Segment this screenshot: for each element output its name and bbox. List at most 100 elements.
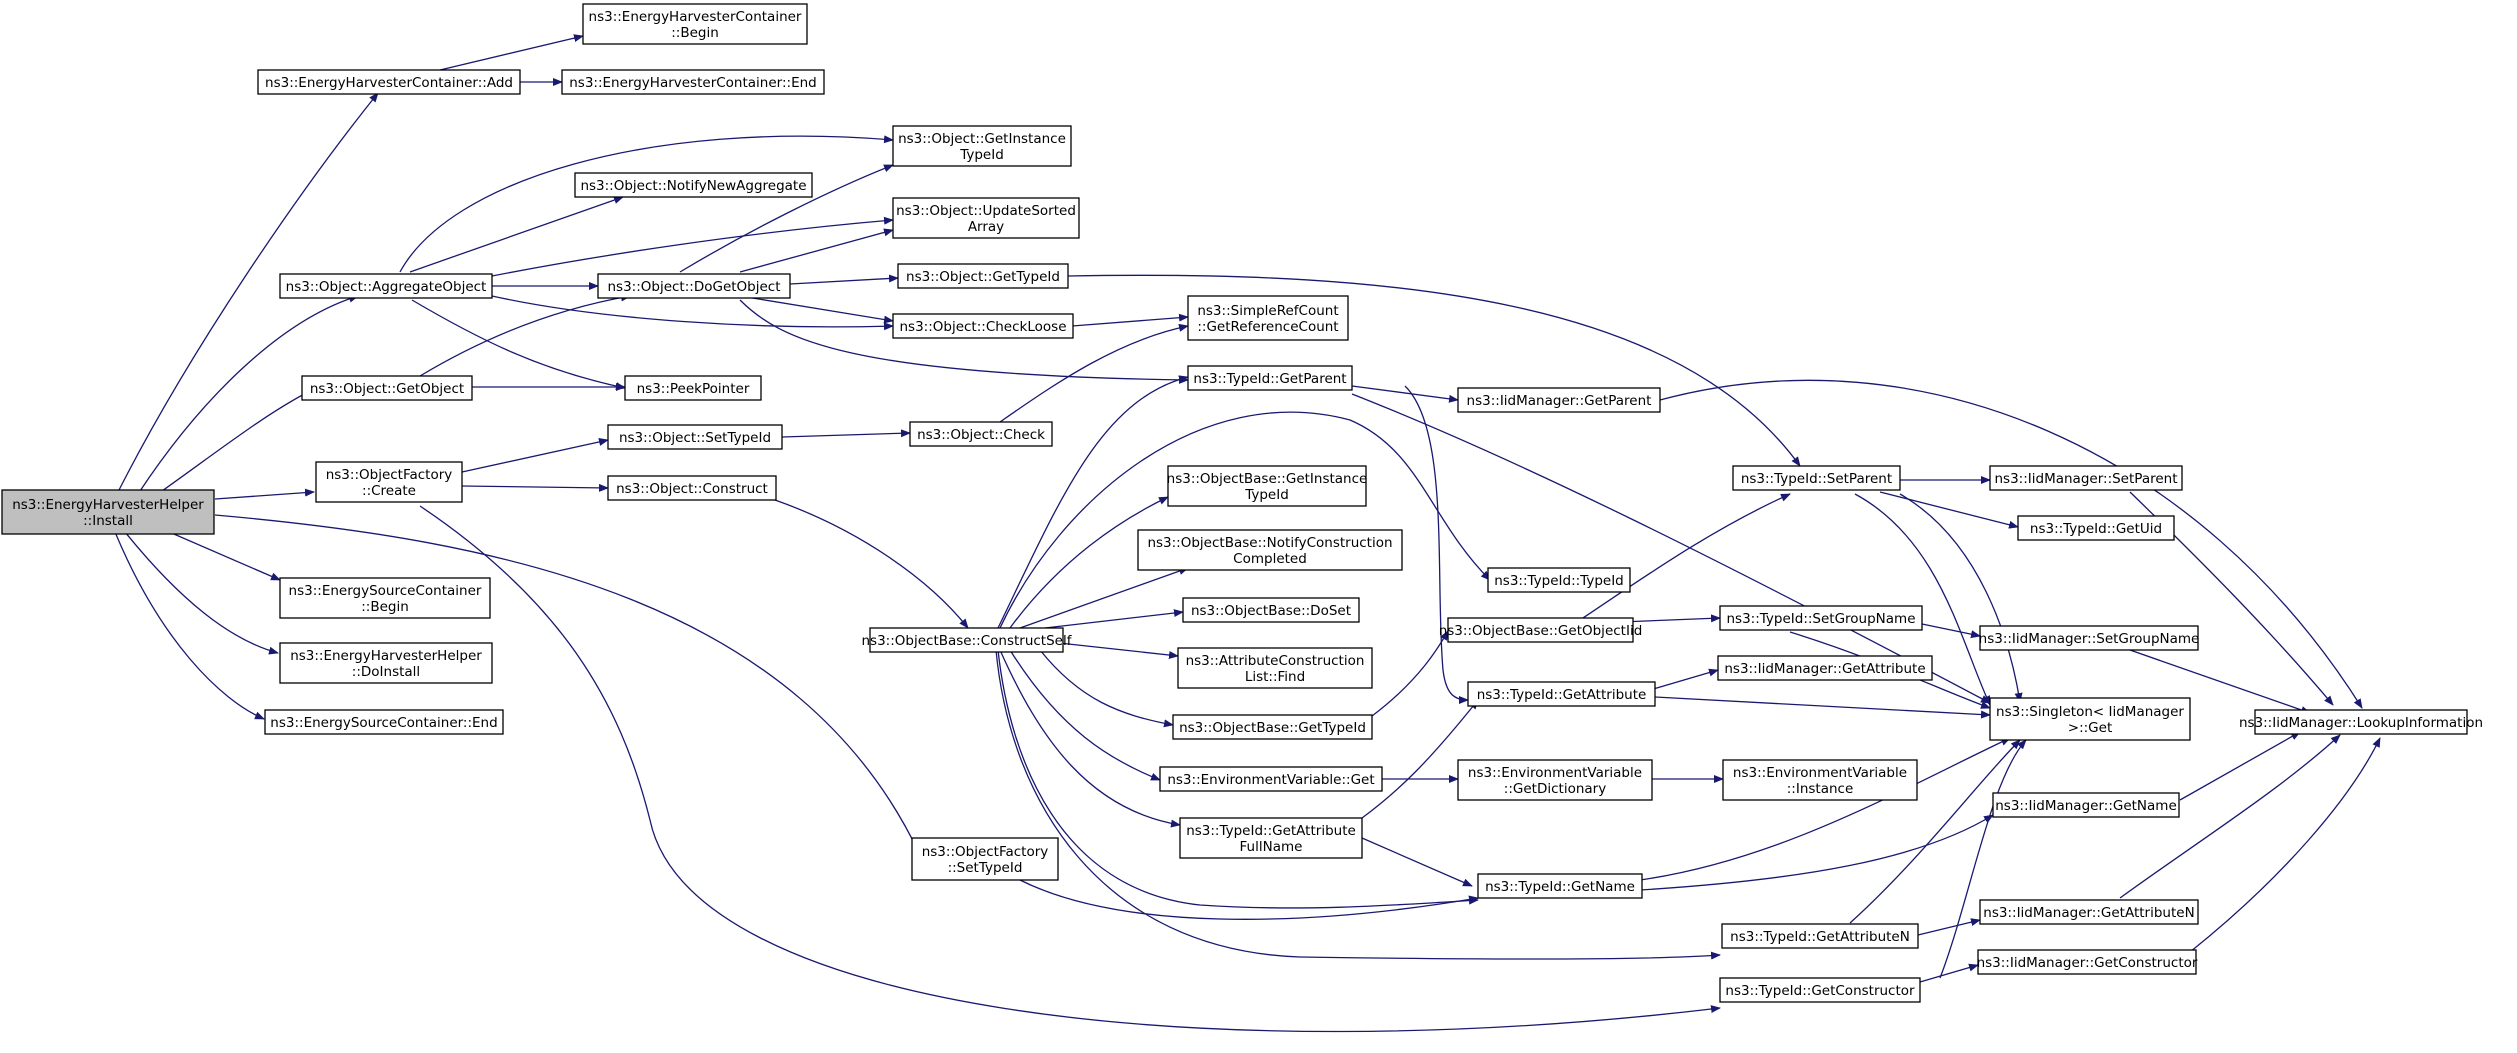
node-objectbase-get-object-iid[interactable]: ns3::ObjectBase::GetObjectIid (1439, 617, 1643, 643)
node-box (1721, 923, 1919, 949)
node-iidmanager-get-attribute-n[interactable]: ns3::IidManager::GetAttributeN (1979, 899, 2199, 925)
node-object-aggregate-object[interactable]: ns3::Object::AggregateObject (279, 273, 493, 299)
node-object-set-typeid[interactable]: ns3::Object::SetTypeId (607, 424, 783, 450)
edge (137, 294, 359, 495)
node-iidmanager-set-group-name[interactable]: ns3::IidManager::SetGroupName (1979, 625, 2200, 651)
node-iidmanager-lookup-information[interactable]: ns3::IidManager::LookupInformation (2239, 709, 2483, 735)
node-iidmanager-get-constructor[interactable]: ns3::IidManager::GetConstructor (1977, 949, 2198, 975)
node-label: ns3::TypeId::GetAttributeN (1730, 929, 1910, 945)
node-label: ns3::IidManager::GetAttributeN (1983, 905, 2194, 921)
node-peek-pointer[interactable]: ns3::PeekPointer (624, 375, 762, 401)
node-box (1992, 792, 2180, 818)
edge (739, 299, 1189, 384)
edge (1371, 630, 1449, 717)
edge (1619, 614, 1721, 623)
node-harvester-container-end[interactable]: ns3::EnergyHarvesterContainer::End (561, 69, 825, 95)
node-box (279, 577, 491, 619)
node-box (607, 475, 777, 501)
node-box (892, 313, 1074, 339)
node-simple-ref-count[interactable]: ns3::SimpleRefCount::GetReferenceCount (1187, 295, 1349, 341)
node-typeid-set-group-name[interactable]: ns3::TypeId::SetGroupName (1719, 605, 1923, 631)
node-object-get-typeid[interactable]: ns3::Object::GetTypeId (897, 263, 1069, 289)
node-label: ns3::ObjectBase::ConstructSelf (862, 633, 1073, 649)
node-label: ::Instance (1787, 781, 1854, 797)
edge (1039, 649, 1174, 728)
node-harvester-container-add[interactable]: ns3::EnergyHarvesterContainer::Add (257, 69, 521, 95)
node-iidmanager-get-name[interactable]: ns3::IidManager::GetName (1992, 792, 2180, 818)
node-energy-harvester-helper-doinstall[interactable]: ns3::EnergyHarvesterHelper::DoInstall (279, 642, 493, 684)
node-objectbase-construct-self[interactable]: ns3::ObjectBase::ConstructSelf (862, 627, 1073, 653)
node-box (1717, 655, 1933, 681)
node-object-factory-create[interactable]: ns3::ObjectFactory::Create (315, 461, 463, 503)
node-label: ns3::IidManager::GetAttribute (1724, 661, 1925, 677)
node-label: ns3::AttributeConstruction (1186, 653, 1365, 669)
node-typeid-get-parent[interactable]: ns3::TypeId::GetParent (1187, 365, 1353, 391)
node-box (1979, 625, 2199, 651)
node-label: ns3::ObjectBase::GetInstance (1167, 471, 1368, 487)
node-typeid-typeid[interactable]: ns3::TypeId::TypeId (1487, 567, 1631, 593)
node-typeid-set-parent[interactable]: ns3::TypeId::SetParent (1732, 465, 1901, 491)
node-iidmanager-set-parent[interactable]: ns3::IidManager::SetParent (1989, 465, 2183, 491)
edge (114, 531, 265, 720)
edge (491, 295, 894, 331)
node-energy-source-container-end[interactable]: ns3::EnergySourceContainer::End (264, 709, 504, 735)
node-label: ns3::TypeId::GetAttribute (1186, 823, 1356, 839)
edge (124, 531, 279, 655)
edge (1659, 379, 2363, 709)
node-label: ns3::IidManager::LookupInformation (2239, 715, 2483, 731)
node-label: ns3::EnvironmentVariable::Get (1167, 772, 1374, 788)
node-label: ::Begin (671, 25, 719, 41)
node-label: ns3::EnergySourceContainer::End (270, 715, 497, 731)
node-label: ns3::TypeId::SetGroupName (1726, 611, 1915, 627)
node-object-check[interactable]: ns3::Object::Check (909, 421, 1053, 447)
node-singleton-get[interactable]: ns3::Singleton< IidManager >::Get (1989, 697, 2191, 741)
root-node[interactable]: ns3::EnergyHarvesterHelper::Install (1, 489, 215, 535)
node-typeid-get-name[interactable]: ns3::TypeId::GetName (1477, 873, 1643, 899)
node-object-do-get-object[interactable]: ns3::Object::DoGetObject (597, 273, 791, 299)
node-typeid-get-attribute-n[interactable]: ns3::TypeId::GetAttributeN (1721, 923, 1919, 949)
node-environment-variable-instance[interactable]: ns3::EnvironmentVariable::Instance (1722, 759, 1918, 801)
node-object-notify-new-aggregate[interactable]: ns3::Object::NotifyNewAggregate (574, 172, 813, 198)
node-label: ns3::ObjectBase::GetTypeId (1179, 720, 1366, 736)
node-harvester-container-begin[interactable]: ns3::EnergyHarvesterContainer::Begin (582, 3, 808, 45)
edge (1849, 739, 2021, 924)
node-objectbase-doset[interactable]: ns3::ObjectBase::DoSet (1182, 597, 1360, 623)
node-box (1179, 817, 1363, 859)
node-iidmanager-get-parent[interactable]: ns3::IidManager::GetParent (1457, 387, 1661, 413)
node-object-construct[interactable]: ns3::Object::Construct (607, 475, 777, 501)
node-environment-variable-get-dictionary[interactable]: ns3::EnvironmentVariable::GetDictionary (1457, 759, 1653, 801)
node-box (909, 421, 1053, 447)
node-label: ns3::Object::NotifyNewAggregate (580, 178, 806, 194)
node-box (1182, 597, 1360, 623)
node-label: ns3::SimpleRefCount (1197, 303, 1338, 319)
edge (419, 293, 631, 377)
node-label: TypeId (959, 147, 1004, 163)
node-box (1977, 949, 2197, 975)
node-box (582, 3, 808, 45)
node-label: ns3::ObjectBase::GetObjectIid (1439, 623, 1643, 639)
node-objectbase-get-typeid[interactable]: ns3::ObjectBase::GetTypeId (1172, 714, 1373, 740)
node-box (892, 125, 1072, 167)
node-box (1989, 465, 2183, 491)
node-object-get-object[interactable]: ns3::Object::GetObject (301, 375, 473, 401)
node-box (1732, 465, 1901, 491)
node-typeid-get-constructor[interactable]: ns3::TypeId::GetConstructor (1719, 977, 1921, 1003)
node-label: ns3::TypeId::GetParent (1193, 371, 1346, 387)
node-object-factory-set-typeid[interactable]: ns3::ObjectFactory::SetTypeId (911, 837, 1059, 881)
node-typeid-get-attribute[interactable]: ns3::TypeId::GetAttribute (1467, 681, 1656, 707)
node-label: ns3::TypeId::GetUid (2030, 521, 2162, 537)
edge (461, 483, 609, 492)
node-objectbase-notify-construction[interactable]: ns3::ObjectBase::NotifyConstructionCompl… (1137, 529, 1403, 571)
node-environment-variable-get[interactable]: ns3::EnvironmentVariable::Get (1159, 766, 1383, 792)
node-iidmanager-get-attribute[interactable]: ns3::IidManager::GetAttribute (1717, 655, 1933, 681)
node-object-check-loose[interactable]: ns3::Object::CheckLoose (892, 313, 1074, 339)
node-box (574, 172, 813, 198)
node-energy-source-container-begin[interactable]: ns3::EnergySourceContainer::Begin (279, 577, 491, 619)
node-typeid-get-uid[interactable]: ns3::TypeId::GetUid (2017, 515, 2175, 541)
edge (739, 228, 894, 273)
